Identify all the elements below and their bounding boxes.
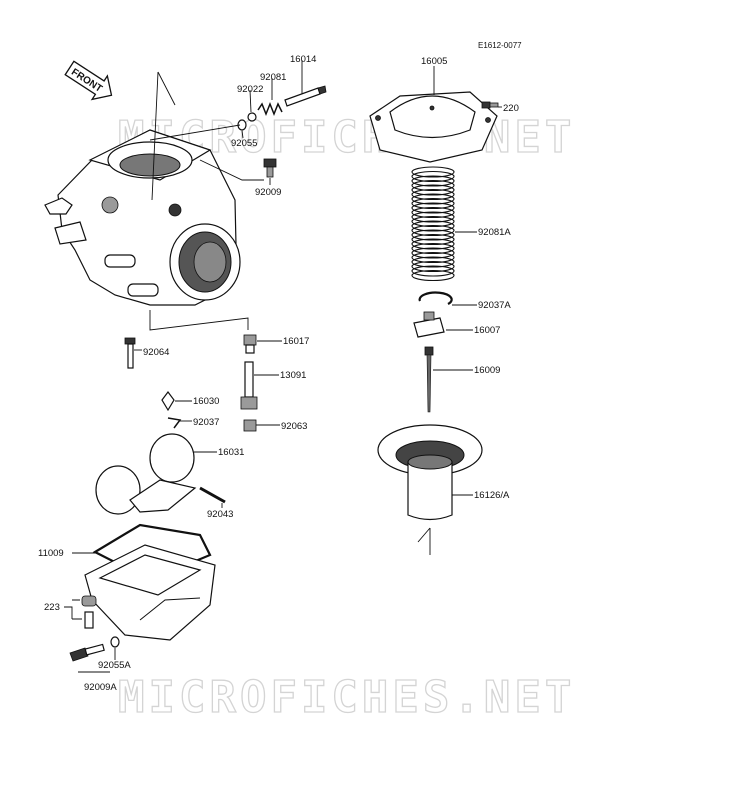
label-11009: 11009 [38,548,64,559]
label-16009: 16009 [474,365,500,376]
label-220: 220 [503,103,519,114]
label-92009A: 92009A [84,682,117,693]
label-92043: 92043 [207,509,233,520]
spring-coil [411,175,455,187]
part-16007-needle-holder [413,311,445,338]
spring-coil [411,206,455,219]
part-92064-screw [124,337,136,369]
spring-coil [411,184,455,196]
figure-code: E1612-0077 [478,41,522,50]
part-16014-pilot-screw [284,85,327,107]
front-arrow-icon: FRONT [64,60,113,101]
part-220-screw [481,101,499,109]
part-13091-needle-jet [240,361,258,410]
spring-coil [411,166,455,178]
label-16030: 16030 [193,396,219,407]
part-92043-pin [199,486,226,504]
spring-coil [411,229,455,241]
label-92037: 92037 [193,417,219,428]
spring-coil [411,211,455,223]
label-92063: 92063 [281,421,307,432]
spring-coil [411,224,455,237]
spring-coil [411,202,455,214]
label-92037A: 92037A [478,300,511,311]
float-bowl [84,544,216,641]
label-92055A: 92055A [98,660,131,671]
spring-coil [411,247,455,259]
spring-coil [411,179,455,192]
watermark-bottom: MICROFICHES.NET [118,672,575,723]
spring-coil [411,197,455,210]
label-13091: 13091 [280,370,306,381]
spring-coil [411,170,455,183]
part-92022-washer [247,112,257,122]
part-92055A-oring [110,636,120,648]
part-92063 [243,419,257,432]
label-223: 223 [44,602,60,613]
part-92081-spring [257,101,283,117]
label-92081A: 92081A [478,227,511,238]
spring-coil [411,269,455,282]
part-16017-pilot-jet [243,334,257,354]
label-16031: 16031 [218,447,244,458]
spring-coil [411,233,455,246]
part-92009A-screw [69,643,105,662]
spring-coil [411,242,455,255]
spring-coil [411,215,455,228]
part-16009-jet-needle [424,346,434,413]
label-16007: 16007 [474,325,500,336]
part-223-drain-screw [81,595,97,629]
label-16017: 16017 [283,336,309,347]
label-92055: 92055 [231,138,257,149]
part-92037A-clip [418,291,453,305]
part-16005-top-cover [369,91,498,163]
label-16126A: 16126/A [474,490,510,501]
spring-coil [411,251,455,264]
spring-coil [411,260,455,273]
spring-coil [411,193,455,205]
part-92081A-spring [411,166,455,282]
part-16031-float [95,433,197,515]
label-16005: 16005 [421,56,447,67]
part-16126A-diaphragm-piston [377,424,483,521]
part-16030-float-valve [161,391,175,412]
spring-coil [411,265,455,277]
label-92022: 92022 [237,84,263,95]
carburetor-body [44,129,241,306]
spring-coil [411,220,455,232]
spring-coil [411,188,455,201]
label-92081: 92081 [260,72,286,83]
label-16014: 16014 [290,54,316,65]
label-92064: 92064 [143,347,169,358]
spring-coil [411,256,455,268]
part-92037-clip [167,417,182,429]
spring-coil [411,238,455,250]
part-92009-screw [263,158,277,178]
label-92009: 92009 [255,187,281,198]
